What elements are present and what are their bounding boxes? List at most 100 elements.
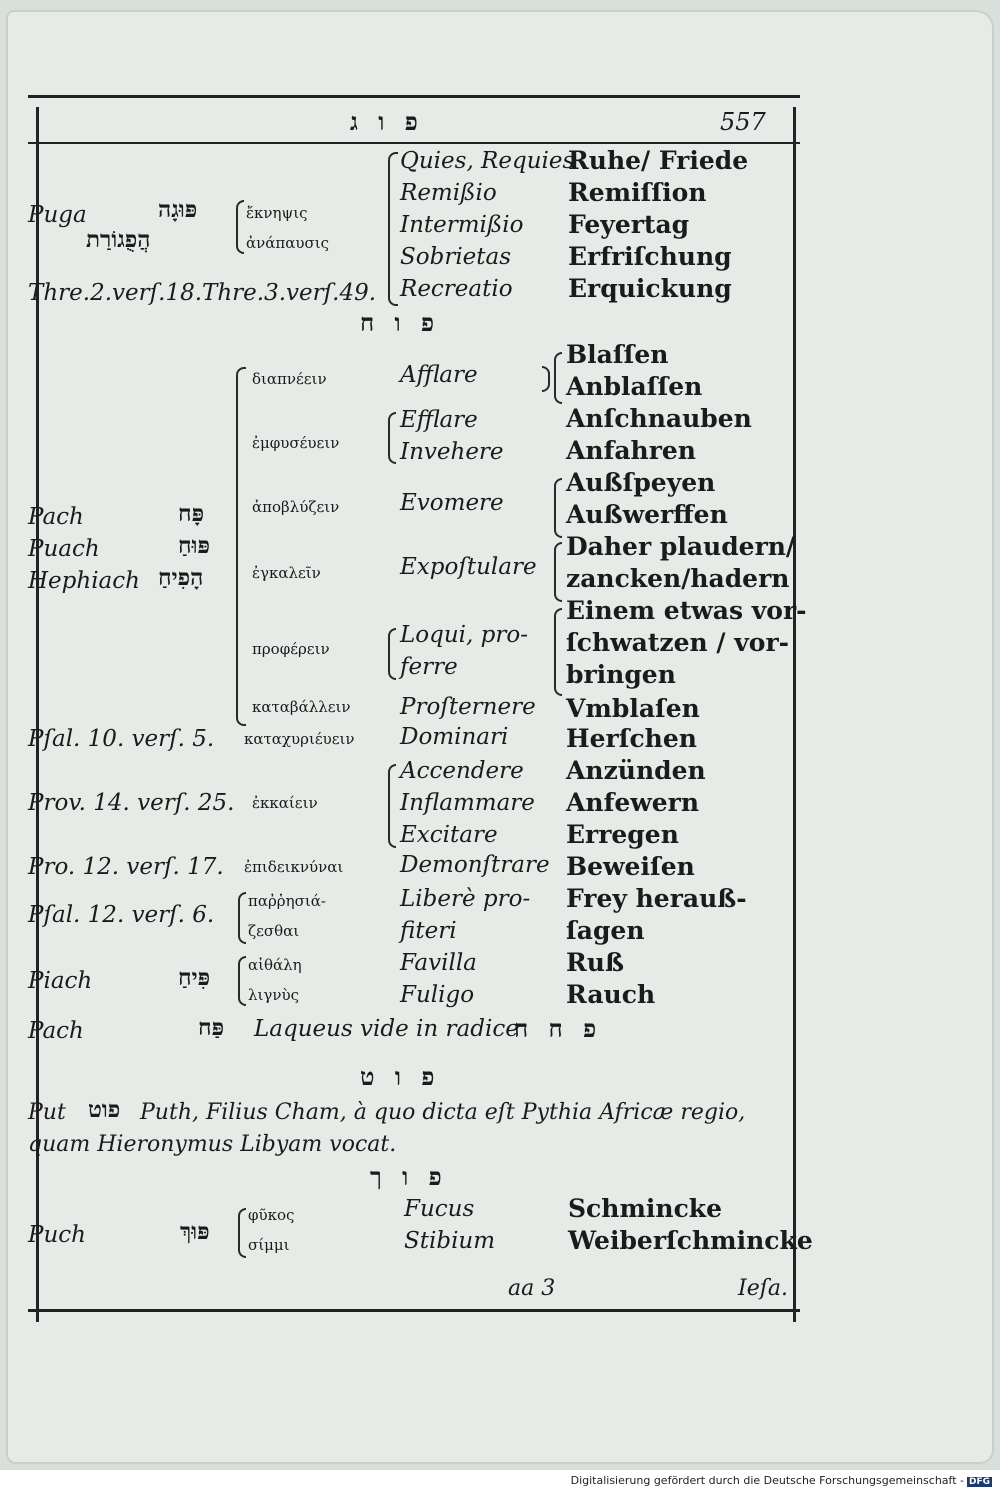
- sec2-latin-4: Evomere: [400, 490, 504, 516]
- row2-latin-3: Excitare: [400, 822, 498, 848]
- sec2-greek-brace: [236, 367, 246, 726]
- row3-german: Beweiſen: [566, 852, 695, 881]
- sec1-greek-brace: [236, 200, 244, 254]
- sec3-translit: Put: [28, 1100, 66, 1125]
- row4-greek-1: παῤῥησιά-: [248, 892, 326, 910]
- sec2-german-8: zancken/hadern: [566, 564, 790, 593]
- sec1-translit: Puga: [28, 202, 87, 228]
- sec2-german-6: Außwerffen: [566, 500, 728, 529]
- row2-latin-2: Inflammare: [400, 790, 535, 816]
- row3-latin: Demonſtrare: [400, 852, 550, 878]
- sec4-hebrew: פּוּךְ: [180, 1218, 210, 1245]
- header-rule: [28, 142, 800, 144]
- catchword: Ieſa.: [738, 1276, 788, 1301]
- sec3-line2: quam Hieronymus Libyam vocat.: [28, 1132, 397, 1157]
- row1-ref: Pſal. 10. verſ. 5.: [28, 726, 215, 752]
- sec2-german-9: Einem etwas vor-: [566, 596, 807, 625]
- sec2-german-brace-2: [554, 478, 562, 538]
- page-paper: פ ו ג 557 Puga פּוּגָה הֲפֻגוֹרַת ἔκνηψι…: [8, 12, 992, 1462]
- row4-latin-2: fiteri: [400, 918, 457, 944]
- sec2-greek-3: ἀποβλύζειν: [252, 498, 340, 516]
- piach-german-1: Ruß: [566, 948, 624, 977]
- sec4-greek-2: σίμμι: [248, 1236, 290, 1254]
- row2-german-3: Erregen: [566, 820, 679, 849]
- sec2-translit-3: Hephiach: [28, 568, 140, 594]
- sec1-latin-brace: [388, 152, 398, 306]
- piach-greek-2: λιγνὺς: [248, 986, 299, 1004]
- sec2-german-3: Anſchnauben: [566, 404, 752, 433]
- sec2-german-brace-3: [554, 542, 562, 602]
- sec2-latin-brace-1: [388, 412, 396, 464]
- sec2-translit-1: Pach: [28, 504, 84, 530]
- sec2-latin-2: Efflare: [400, 407, 478, 433]
- piach-greek-1: αἰθάλη: [248, 956, 302, 974]
- sec2-heading: פ ו ח: [360, 308, 441, 337]
- signature-mark: aa 3: [508, 1276, 556, 1301]
- sec2-hebrew-2: פּוּחַ: [178, 532, 211, 559]
- digitization-credit-text: Digitalisierung gefördert durch die Deut…: [570, 1474, 964, 1487]
- piach-latin-2: Fuligo: [400, 982, 475, 1008]
- sec2-hebrew-1: פָּח: [178, 500, 205, 527]
- sec2-german-brace-4: [554, 608, 562, 696]
- top-rule: [28, 95, 800, 98]
- row4-greek-brace: [238, 892, 246, 944]
- sec2-hebrew-3: הָפִיחַ: [158, 564, 204, 591]
- row3-ref: Pro. 12. verſ. 17.: [28, 854, 224, 880]
- sec4-german-2: Weiberſchmincke: [568, 1226, 813, 1255]
- sec2-greek-5: προφέρειν: [252, 640, 330, 658]
- sec1-german-1: Ruhe/ Friede: [568, 146, 749, 175]
- text-frame: [36, 107, 796, 1322]
- sec2-greek-4: ἐγκαλεῖν: [252, 564, 321, 582]
- row3-greek: ἐπιδεικνύναι: [244, 858, 344, 876]
- row2-latin-brace: [388, 764, 396, 848]
- sec4-greek-brace: [238, 1208, 246, 1258]
- row2-latin-1: Accendere: [400, 758, 524, 784]
- pach2-latin: Laqueus vide in radice: [254, 1016, 519, 1042]
- sec2-latin-1: Afflare: [400, 362, 478, 388]
- row4-ref: Pſal. 12. verſ. 6.: [28, 902, 215, 928]
- sec1-latin-4: Sobrietas: [400, 244, 512, 270]
- row4-greek-2: ζεσθαι: [248, 922, 300, 940]
- sec1-greek-2: ἀνάπαυσις: [246, 234, 330, 252]
- sec2-german-brace-1: [554, 352, 562, 404]
- sec1-reference: Thre.2.verſ.18.Thre.3.verſ.49.: [28, 280, 377, 306]
- dfg-logo: DFG: [966, 1477, 992, 1487]
- sec3-heading: פ ו ט: [360, 1062, 441, 1091]
- bottom-rule: [28, 1309, 800, 1312]
- sec4-greek-1: φῦκος: [248, 1206, 295, 1224]
- pach2-translit: Pach: [28, 1018, 84, 1044]
- piach-latin-1: Favilla: [400, 950, 477, 976]
- sec4-heading: פ ו ך: [370, 1162, 448, 1191]
- sec1-german-2: Remiſſion: [568, 178, 707, 207]
- row1-german: Herſchen: [566, 724, 697, 753]
- sec2-greek-2: ἐμφυσέυειν: [252, 434, 340, 452]
- sec2-german-1: Blaſſen: [566, 340, 669, 369]
- row2-german-2: Anfewern: [566, 788, 700, 817]
- row2-greek: ἐκκαίειν: [252, 794, 318, 812]
- sec4-latin-1: Fucus: [404, 1196, 475, 1222]
- sec1-german-5: Erquickung: [568, 274, 732, 303]
- sec2-latin-7: ferre: [400, 654, 458, 680]
- sec2-german-2: Anblaſſen: [566, 372, 703, 401]
- row4-latin-1: Liberè pro-: [400, 886, 531, 912]
- sec2-latin-3: Invehere: [400, 439, 504, 465]
- sec3-line1: Puth, Filius Cham, à quo dicta eſt Pythi…: [140, 1100, 746, 1125]
- sec2-latin-5: Expoſtulare: [400, 554, 537, 580]
- sec2-greek-6: καταβάλλειν: [252, 698, 351, 716]
- sec3-hebrew: פוט: [88, 1096, 121, 1123]
- sec2-german-12: Vmblaſen: [566, 694, 700, 723]
- row2-german-1: Anzünden: [566, 756, 706, 785]
- sec1-latin-2: Remißio: [400, 180, 497, 206]
- sec1-hebrew-2: הֲפֻגוֹרַת: [86, 226, 151, 253]
- sec1-hebrew-1: פּוּגָה: [158, 196, 198, 223]
- sec1-german-4: Erfriſchung: [568, 242, 732, 271]
- row4-german-1: Frey herauß-: [566, 884, 747, 913]
- sec2-latin-brace-2: [388, 628, 396, 680]
- piach-greek-brace: [238, 956, 246, 1006]
- row4-german-2: ſagen: [566, 916, 645, 945]
- sec1-latin-5: Recreatio: [400, 276, 513, 302]
- piach-translit: Piach: [28, 968, 93, 994]
- sec4-latin-2: Stibium: [404, 1228, 496, 1254]
- pach2-hebrew: פַּח: [198, 1014, 225, 1041]
- row1-greek: καταχυριέυειν: [244, 730, 355, 748]
